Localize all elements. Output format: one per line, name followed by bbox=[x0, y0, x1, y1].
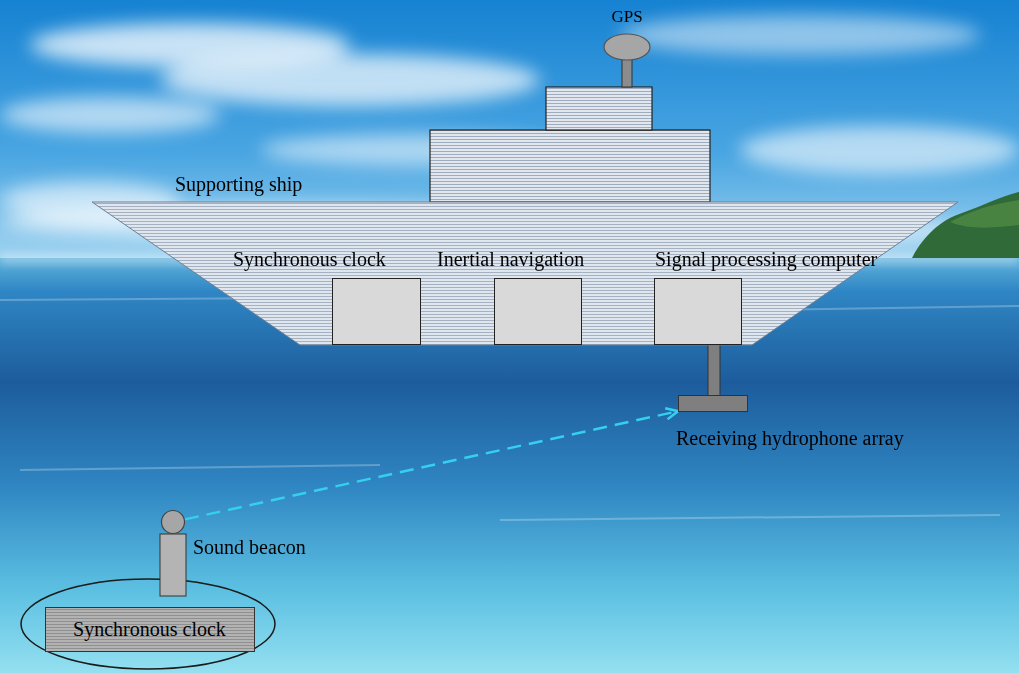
node-label: Synchronous clock bbox=[73, 618, 226, 641]
sound-beacon-outline bbox=[161, 510, 185, 534]
gps-antenna-outline bbox=[603, 33, 651, 61]
node-label: Receiving hydrophone array bbox=[676, 427, 904, 450]
cloud bbox=[740, 126, 1019, 174]
deck-house bbox=[430, 130, 710, 202]
cloud bbox=[620, 15, 980, 55]
beacon-body bbox=[160, 534, 186, 596]
node-label: Inertial navigation bbox=[437, 248, 584, 271]
gps-dome bbox=[604, 34, 650, 60]
sea-streak bbox=[500, 515, 1000, 520]
gps-antenna: GPS bbox=[603, 33, 651, 61]
seabed-outline bbox=[21, 579, 275, 669]
equipment-box: Inertial navigation bbox=[494, 278, 582, 345]
mount-pole-outline bbox=[708, 345, 721, 395]
hull-shape bbox=[92, 202, 958, 345]
island-slope bbox=[950, 200, 1019, 228]
cloud bbox=[160, 54, 540, 106]
mount-pole bbox=[709, 345, 720, 395]
clock-box: Synchronous clock bbox=[45, 607, 255, 652]
beacon-head bbox=[162, 511, 185, 534]
ship-hull: Supporting shipSynchronous clockInertial… bbox=[92, 202, 958, 345]
node-label: Sound beacon bbox=[193, 536, 306, 559]
sea bbox=[0, 258, 1019, 673]
node-label: Supporting ship bbox=[175, 173, 302, 196]
equipment-box: Synchronous clock bbox=[332, 278, 421, 345]
node-label: Signal processing computer bbox=[655, 248, 877, 271]
mast bbox=[622, 58, 632, 87]
node-label: GPS bbox=[611, 7, 642, 27]
node-label: Synchronous clock bbox=[233, 248, 386, 271]
sound-beacon: Sound beacon bbox=[161, 510, 185, 534]
sea-streak bbox=[20, 465, 380, 470]
acoustic-signal-arrow bbox=[185, 411, 678, 519]
equipment-box: Signal processing computer bbox=[654, 278, 742, 345]
hydrophone-array: Receiving hydrophone array bbox=[678, 395, 748, 412]
bridge bbox=[546, 87, 652, 130]
cloud bbox=[0, 97, 220, 133]
